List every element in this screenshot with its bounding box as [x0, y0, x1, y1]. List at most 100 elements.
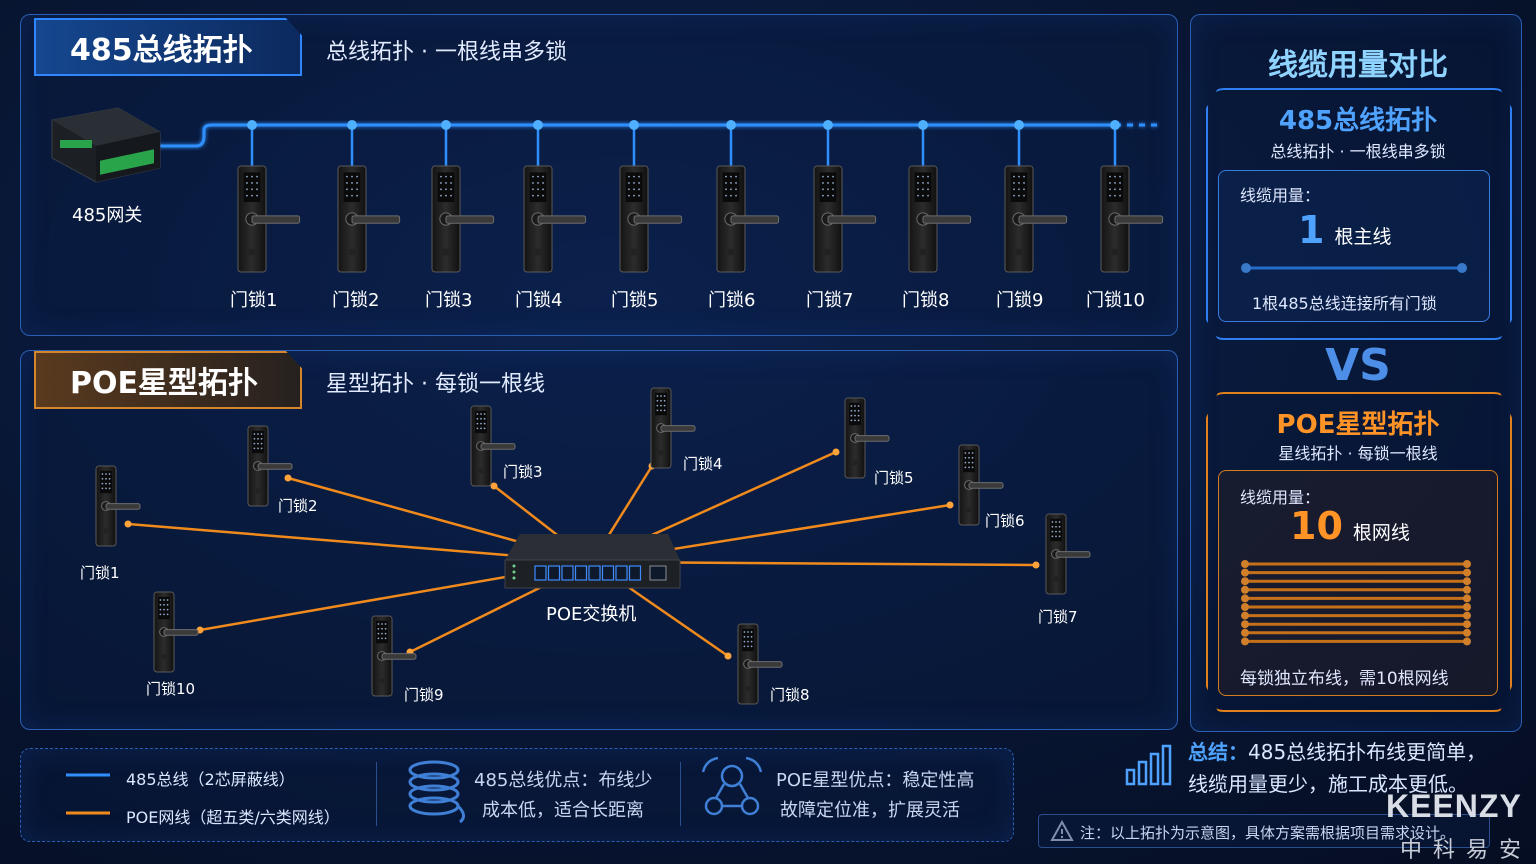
bar-chart-icon: [1125, 744, 1172, 786]
bus-usage-label: 线缆用量：: [1240, 186, 1321, 205]
bus-locks: [237, 165, 1164, 273]
poe-count: 10: [1290, 504, 1343, 548]
bus-node: [823, 120, 833, 130]
summary: 总结：485总线拓扑布线更简单， 线缆用量更少，施工成本更低。: [1188, 736, 1486, 800]
poe-lock-label: 门锁7: [1038, 608, 1078, 626]
switch-port: [601, 565, 615, 581]
bus-compare-title: 485总线拓扑: [1278, 106, 1438, 136]
bus-lock-label: 门锁6: [708, 290, 756, 311]
poe-lock-7: [1045, 513, 1091, 595]
bus-count: 1: [1298, 208, 1325, 252]
bus-subtitle: 总线拓扑 · 一根线串多锁: [326, 40, 567, 65]
poe-advantage-line2: 故障定位准，扩展灵活: [780, 800, 960, 821]
poe-locks: [95, 387, 1091, 705]
poe-lock-10: [153, 591, 199, 673]
switch-port: [574, 565, 588, 581]
network-nodes-icon: [701, 756, 763, 816]
switch-uplink-port: [649, 565, 667, 581]
bus-lock-label: 门锁4: [515, 290, 563, 311]
switch-port: [534, 565, 547, 581]
summary-line2: 线缆用量更少，施工成本更低。: [1188, 772, 1468, 796]
bus-node: [1014, 120, 1024, 130]
bus-node: [726, 120, 736, 130]
switch-port: [547, 565, 561, 581]
poe-lock-8: [737, 623, 783, 705]
poe-node: [284, 474, 292, 482]
bus-lock-label: 门锁3: [425, 290, 473, 311]
bus-compare-sub: 总线拓扑 · 一根线串多锁: [1270, 142, 1446, 161]
bus-node: [441, 120, 451, 130]
poe-lock-1: [95, 465, 141, 547]
legend-bus-text: 485总线（2芯屏蔽线）: [126, 770, 295, 789]
bus-node: [1110, 120, 1120, 130]
poe-usage-box: [1218, 470, 1498, 696]
bus-lock-2: [337, 165, 401, 273]
poe-lock-4: [650, 387, 696, 469]
switch-port: [588, 565, 601, 581]
poe-lock-label: 门锁10: [146, 680, 196, 698]
poe-note: 每锁独立布线，需10根网线: [1240, 669, 1449, 689]
bus-advantage-line1: 485总线优点：布线少: [474, 770, 653, 791]
poe-node: [124, 520, 132, 528]
bus-drops: [247, 120, 1120, 168]
poe-lock-label: 门锁5: [874, 469, 914, 487]
bus-advantage-line2: 成本低，适合长距离: [482, 800, 644, 821]
bus-lock-5: [619, 165, 683, 273]
poe-lock-label: 门锁2: [278, 497, 318, 515]
legend-separator: [376, 762, 377, 826]
bus-lock-4: [523, 165, 587, 273]
poe-lock-label: 门锁9: [404, 686, 444, 704]
summary-label: 总结：: [1188, 740, 1248, 764]
bus-lock-label: 门锁5: [611, 290, 659, 311]
poe-title: POE星型拓扑: [34, 351, 302, 409]
bus-lock-3: [431, 165, 495, 273]
poe-advantage-line1: POE星型优点：稳定性高: [776, 770, 975, 791]
poe-node: [832, 448, 840, 456]
poe-lock-label: 门锁6: [985, 512, 1025, 530]
bus-node: [629, 120, 639, 130]
poe-compare-title: POE星型拓扑: [1276, 410, 1440, 440]
poe-lock-5: [844, 397, 890, 479]
poe-ten-cables: [1241, 560, 1471, 646]
bus-lock-label: 门锁2: [332, 290, 380, 311]
brand-name: KEENZY: [1386, 788, 1522, 824]
vs-label: VS: [1325, 340, 1391, 391]
bus-lock-6: [716, 165, 780, 273]
brand-cn: 中 科 易 安: [1400, 838, 1523, 863]
poe-compare-frame: [1206, 392, 1512, 712]
poe-node: [946, 501, 954, 509]
poe-node: [490, 482, 498, 490]
bus-node: [533, 120, 543, 130]
bus-lock-1: [237, 165, 301, 273]
note-box: [1038, 814, 1490, 848]
bus-lock-label: 门锁1: [230, 290, 278, 311]
bus-note: 1根485总线连接所有门锁: [1252, 294, 1437, 313]
bus-lock-9: [1004, 165, 1068, 273]
bus-node: [347, 120, 357, 130]
bus-usage-value: 1 根主线: [1298, 208, 1391, 252]
legend-panel: [20, 748, 1014, 842]
bus-usage-box: [1218, 170, 1490, 322]
warning-icon: [1050, 819, 1074, 841]
poe-lock-6: [958, 444, 1004, 526]
bus-lock-label: 门锁10: [1086, 290, 1145, 311]
poe-lock-3: [470, 405, 516, 487]
poe-lock-label: 门锁1: [80, 564, 120, 582]
poe-lock-label: 门锁4: [683, 455, 723, 473]
compare-title: 线缆用量对比: [1268, 48, 1448, 83]
poe-unit: 根网线: [1352, 522, 1410, 544]
poe-lock-label: 门锁3: [503, 463, 543, 481]
bus-lock-7: [813, 165, 877, 273]
poe-usage-value: 10 根网线: [1290, 504, 1410, 548]
bus-advantage: 485总线优点：布线少 成本低，适合长距离: [474, 766, 652, 826]
gateway-label: 485网关: [72, 205, 143, 226]
bus-line: [150, 123, 1160, 148]
bus-unit: 根主线: [1334, 226, 1392, 248]
bus-lock-label: 门锁7: [806, 290, 854, 311]
bus-lock-label: 门锁9: [996, 290, 1044, 311]
summary-line1: 485总线拓扑布线更简单，: [1248, 740, 1487, 764]
cable-coil-icon: [408, 760, 465, 824]
poe-compare-sub: 星线拓扑 · 每锁一根线: [1278, 444, 1438, 463]
poe-node: [724, 652, 732, 660]
